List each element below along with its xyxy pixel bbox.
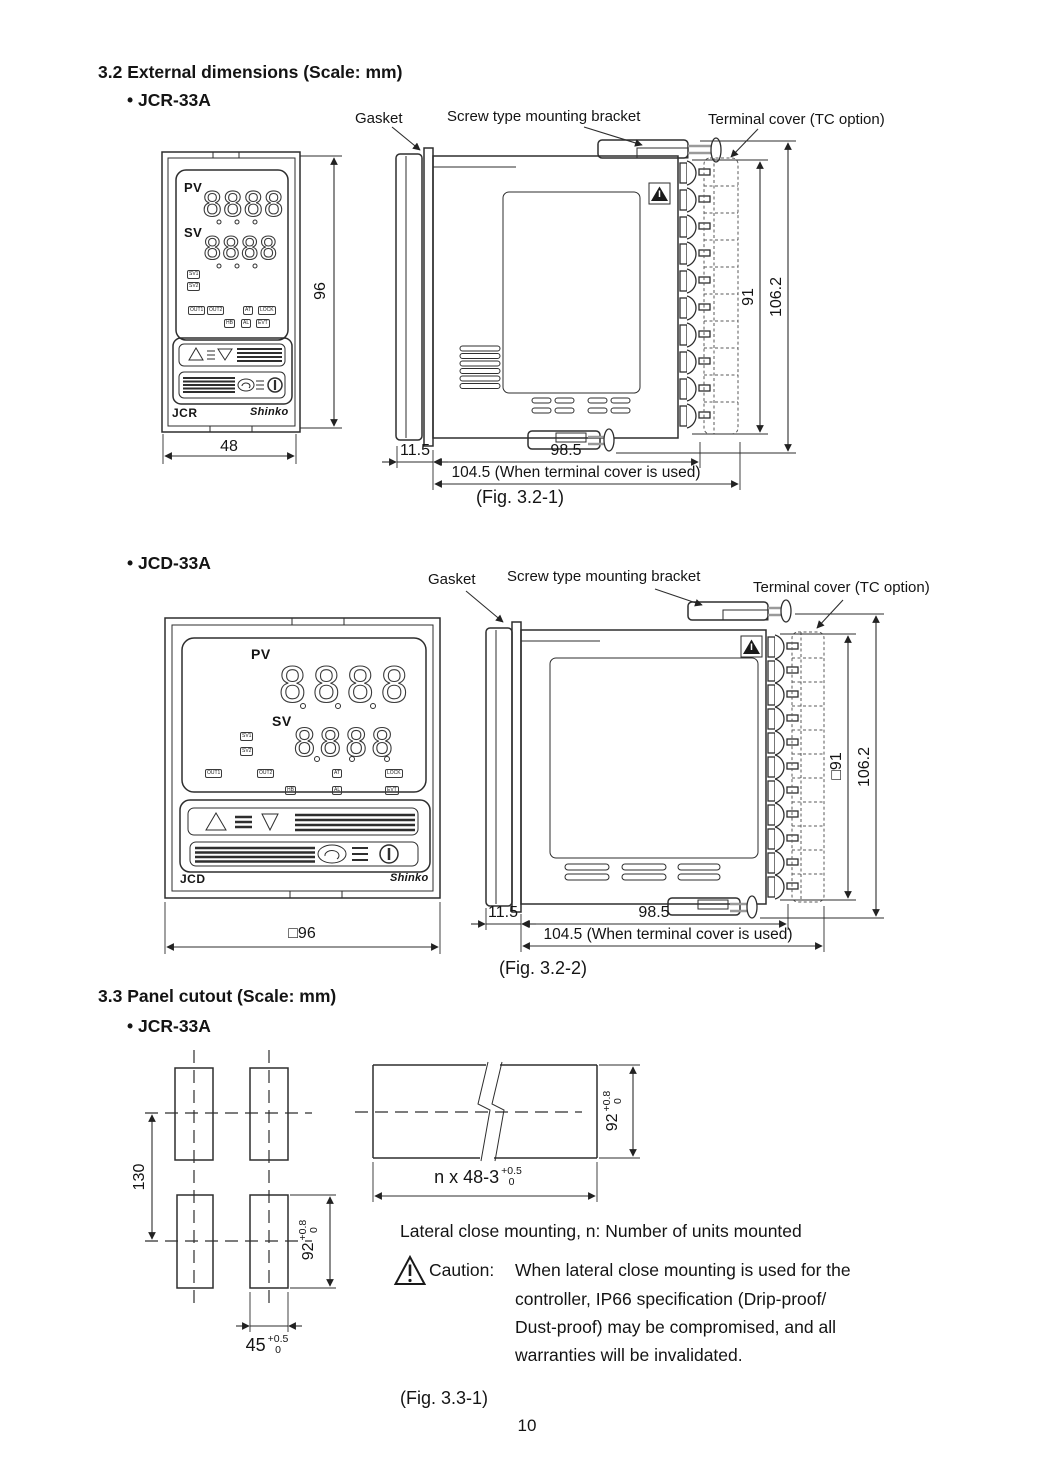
sv-label: SV [184, 225, 203, 240]
indicator-at: AT [332, 769, 343, 778]
jcd-sv-display: 8888 [293, 721, 397, 765]
indicator-al: AL [241, 319, 252, 328]
pv-label: PV [184, 180, 203, 195]
indicator-hb: HB [285, 786, 296, 795]
dim-106-2: 106.2 [856, 746, 873, 788]
jcd-side-view-drawing [465, 588, 884, 952]
model-nameplate: JCD [180, 872, 206, 886]
indicator-at: AT [243, 306, 254, 315]
lateral-mounting-note: Lateral close mounting, n: Number of uni… [400, 1221, 802, 1241]
label-gasket: Gasket [428, 571, 476, 588]
sv-label: SV [272, 713, 292, 729]
indicator-sv2: SV2 [240, 747, 254, 756]
jcd-pv-display: 8888 [278, 658, 414, 714]
caution-title: Caution: [429, 1260, 495, 1280]
brand-logo: Shinko [390, 872, 429, 884]
caution-line-2: controller, IP66 specification (Drip-pro… [515, 1289, 827, 1309]
label-mounting-bracket: Screw type mounting bracket [447, 108, 641, 125]
dim-130: 130 [131, 1163, 148, 1191]
dim-91: 91 [740, 288, 757, 306]
page-number: 10 [517, 1416, 537, 1435]
lateral-cutout-drawing [355, 1061, 640, 1202]
power-key-icon [379, 844, 399, 864]
jcr-pv-display: 8888 [202, 185, 284, 225]
label-terminal-cover: Terminal cover (TC option) [753, 579, 930, 596]
pv-label: PV [251, 646, 271, 662]
indicator-sv1: SV1 [187, 270, 201, 279]
mode-key-icon [317, 844, 347, 864]
dim-lateral-value: n x 48-3 [434, 1166, 500, 1187]
label-gasket: Gasket [355, 110, 403, 127]
model-bullet-jcr: • JCR-33A [127, 90, 211, 110]
dim-98-5: 98.5 [550, 442, 582, 459]
dim-sq96: □96 [288, 925, 316, 942]
caution-line-3: Dust-proof) may be compromised, and all [515, 1317, 836, 1337]
up-arrow-key-icon [188, 347, 204, 361]
dim-104-5: 104.5 (When terminal cover is used) [543, 926, 793, 943]
jcd-front-view-drawing: 8888 8888 [164, 617, 441, 954]
jcr-sv-display: 8888 [203, 231, 278, 267]
indicator-out2: OUT2 [257, 769, 275, 778]
label-terminal-cover: Terminal cover (TC option) [708, 111, 885, 128]
dim-11-5: 11.5 [488, 904, 518, 921]
indicator-out1: OUT1 [205, 769, 223, 778]
warning-mark-icon [740, 635, 763, 658]
down-arrow-key-icon [217, 348, 233, 361]
panel-cutout-grid-drawing [145, 1050, 336, 1332]
label-mounting-bracket: Screw type mounting bracket [507, 568, 701, 585]
down-arrow-key-icon [261, 813, 279, 832]
dim-45-value: 45 [245, 1334, 266, 1355]
indicator-hb: HB [224, 319, 235, 328]
indicator-lock: LOCK [385, 769, 403, 778]
indicator-sv2: SV2 [187, 282, 201, 291]
indicator-out2: OUT2 [207, 306, 225, 315]
section-3-2-heading: 3.2 External dimensions (Scale: mm) [98, 62, 403, 82]
indicator-evt: EVT [256, 319, 270, 328]
up-arrow-key-icon [205, 812, 227, 831]
model-bullet-jcd: • JCD-33A [127, 553, 211, 573]
caution-icon [393, 1254, 427, 1285]
dim-98-5: 98.5 [638, 904, 670, 921]
power-key-icon [267, 377, 283, 393]
dim-48: 48 [220, 438, 238, 455]
dim-92-value: 92 [604, 1113, 621, 1132]
mode-key-icon [237, 378, 255, 392]
caution-line-1: When lateral close mounting is used for … [515, 1260, 851, 1280]
warning-mark-icon [648, 182, 671, 205]
indicator-al: AL [332, 786, 343, 795]
indicator-out1: OUT1 [188, 306, 206, 315]
model-nameplate: JCR [172, 406, 198, 420]
jcr-side-view-drawing [382, 126, 796, 490]
jcr-front-view-drawing: 8888 8888 [161, 151, 342, 464]
dim-104-5: 104.5 (When terminal cover is used) [451, 464, 701, 481]
dim-96: 96 [312, 282, 329, 300]
indicator-lock: LOCK [258, 306, 276, 315]
fig-3-2-2-caption: (Fig. 3.2-2) [498, 958, 588, 978]
fig-3-2-1-caption: (Fig. 3.2-1) [475, 487, 565, 507]
dim-106-2: 106.2 [768, 276, 785, 318]
dim-sq91: □91 [828, 752, 845, 780]
section-3-3-heading: 3.3 Panel cutout (Scale: mm) [98, 986, 337, 1006]
dim-11-5: 11.5 [400, 442, 430, 459]
fig-3-3-1-caption: (Fig. 3.3-1) [400, 1388, 489, 1408]
indicator-sv1: SV1 [240, 732, 254, 741]
indicator-evt: EVT [385, 786, 399, 795]
brand-logo: Shinko [250, 406, 289, 418]
model-bullet-jcr-cutout: • JCR-33A [127, 1016, 211, 1036]
dim-92-value: 92 [300, 1242, 317, 1261]
caution-line-4: warranties will be invalidated. [515, 1345, 743, 1365]
